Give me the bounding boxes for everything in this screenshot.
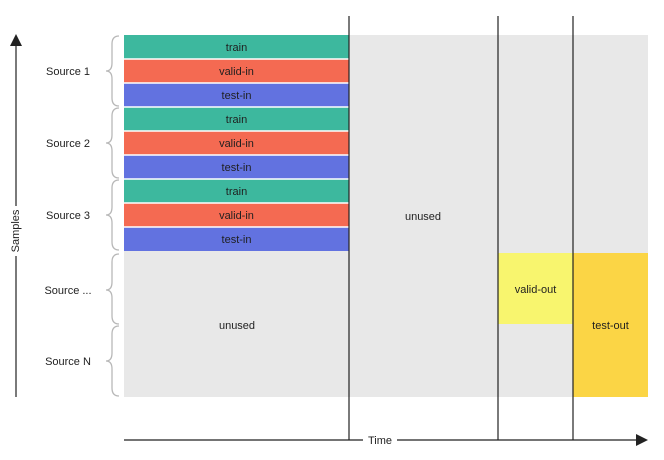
- samples-axis: Samples: [10, 34, 22, 397]
- test-in-label: test-in: [222, 90, 252, 102]
- unused-right-label: unused: [405, 211, 441, 223]
- test-in-block: [124, 83, 349, 107]
- train-label: train: [226, 42, 247, 54]
- valid-in-label: valid-in: [219, 66, 254, 78]
- time-axis-label: Time: [368, 435, 392, 447]
- valid-in-block: [124, 59, 349, 83]
- valid-in-block: [124, 131, 349, 155]
- source-label-1: Source 1: [46, 66, 90, 78]
- source-label-3: Source 3: [46, 210, 90, 222]
- train-label: train: [226, 186, 247, 198]
- samples-axis-arrowhead: [10, 34, 22, 46]
- test-in-label: test-in: [222, 234, 252, 246]
- valid-in-label: valid-in: [219, 138, 254, 150]
- test-in-block: [124, 155, 349, 179]
- time-axis: Time: [124, 434, 648, 447]
- train-label: train: [226, 114, 247, 126]
- test-out-label: test-out: [592, 320, 629, 332]
- time-axis-arrowhead: [636, 434, 648, 446]
- source-brace: [105, 253, 120, 325]
- valid-out-label: valid-out: [515, 284, 557, 296]
- valid-out-block: [498, 253, 573, 324]
- unused-left-label: unused: [219, 320, 255, 332]
- samples-axis-label: Samples: [10, 209, 22, 252]
- source-brace: [105, 107, 120, 179]
- source-label-n: Source N: [45, 356, 91, 368]
- source-brace: [105, 35, 120, 107]
- source-brace: [105, 325, 120, 397]
- train-block: [124, 179, 349, 203]
- train-block: [124, 35, 349, 59]
- source-label-more: Source ...: [44, 285, 91, 297]
- valid-in-block: [124, 203, 349, 227]
- train-block: [124, 107, 349, 131]
- test-in-block: [124, 227, 349, 251]
- test-out-block: [573, 253, 648, 397]
- valid-in-label: valid-in: [219, 210, 254, 222]
- test-in-label: test-in: [222, 162, 252, 174]
- source-label-2: Source 2: [46, 138, 90, 150]
- source-brace: [105, 179, 120, 251]
